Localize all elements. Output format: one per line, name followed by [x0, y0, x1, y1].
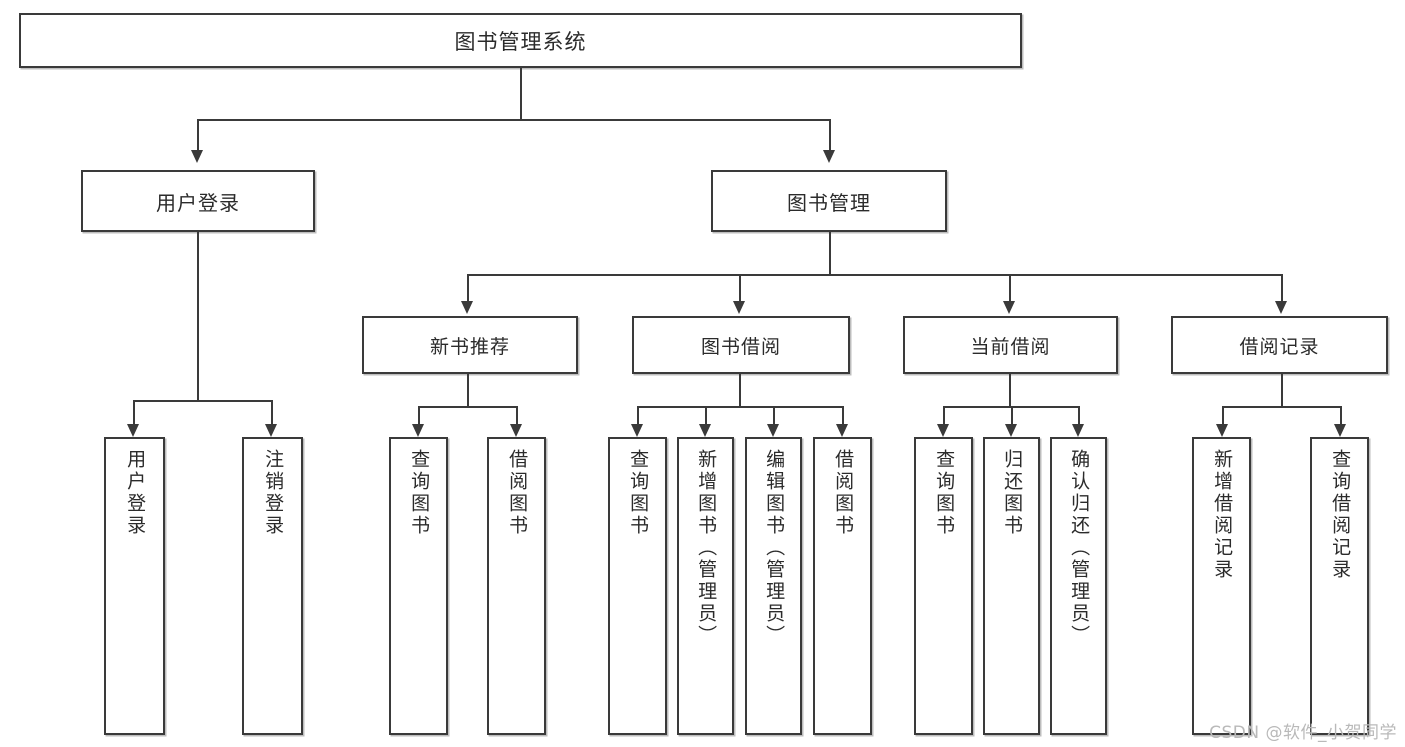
connector-to-new-book-recommend	[467, 274, 469, 302]
node-add-borrow-record[interactable]: 新增借阅记录	[1192, 437, 1251, 735]
connector-to-current-borrow	[1009, 274, 1011, 302]
arrowhead-to-query-book-3	[937, 424, 949, 437]
connector-nbr-to-leaf-2	[516, 406, 518, 425]
node-label: 新增图书（管理员）	[695, 449, 718, 647]
arrowhead-to-add-book-admin	[699, 424, 711, 437]
node-user-login[interactable]: 用户登录	[81, 170, 315, 232]
connector-bb-to-leaf-3	[773, 406, 775, 425]
arrowhead-to-borrow-book-2	[836, 424, 848, 437]
connector-book-manage-bus	[467, 274, 1283, 276]
node-new-book-recommend[interactable]: 新书推荐	[362, 316, 578, 374]
connector-cb-to-leaf-1	[943, 406, 945, 425]
arrowhead-to-return-book	[1005, 424, 1017, 437]
arrowhead-to-user-login	[191, 150, 203, 163]
node-logout-leaf[interactable]: 注销登录	[242, 437, 303, 735]
arrowhead-to-query-book-2	[631, 424, 643, 437]
connector-current-borrow-bus	[943, 406, 1078, 408]
connector-nbr-to-leaf-1	[418, 406, 420, 425]
node-query-book-1[interactable]: 查询图书	[389, 437, 448, 735]
connector-bb-to-leaf-4	[842, 406, 844, 425]
node-label: 查询图书	[408, 449, 431, 537]
arrowhead-to-logout-leaf	[265, 424, 277, 437]
connector-root-trunk	[520, 68, 522, 119]
connector-borrow-record-trunk	[1281, 374, 1283, 406]
connector-bb-to-leaf-1	[637, 406, 639, 425]
node-borrow-book-2[interactable]: 借阅图书	[813, 437, 872, 735]
node-label: 图书管理系统	[454, 29, 587, 54]
node-label: 借阅图书	[832, 449, 855, 537]
node-root-book-management-system[interactable]: 图书管理系统	[19, 13, 1022, 68]
connector-user-login-to-leaf-2	[271, 400, 273, 425]
connector-root-to-book-manage	[829, 119, 831, 150]
node-label: 用户登录	[124, 449, 147, 537]
node-query-book-3[interactable]: 查询图书	[914, 437, 973, 735]
node-label: 注销登录	[262, 449, 285, 537]
connector-root-to-user-login	[197, 119, 199, 150]
arrowhead-to-borrow-record	[1275, 301, 1287, 314]
watermark-text: CSDN @软件_小贺同学	[1209, 723, 1397, 743]
arrowhead-to-new-book-recommend	[461, 301, 473, 314]
node-label: 用户登录	[156, 190, 240, 215]
connector-user-login-bus	[133, 400, 272, 402]
arrowhead-to-user-login-leaf	[127, 424, 139, 437]
connector-new-book-recommend-trunk	[467, 374, 469, 406]
connector-book-manage-trunk	[829, 232, 831, 274]
connector-br-to-leaf-1	[1222, 406, 1224, 425]
node-return-book[interactable]: 归还图书	[983, 437, 1040, 735]
node-query-borrow-record[interactable]: 查询借阅记录	[1310, 437, 1369, 735]
arrowhead-to-query-borrow-record	[1334, 424, 1346, 437]
node-label: 查询图书	[933, 449, 956, 537]
node-label: 归还图书	[1001, 449, 1024, 537]
connector-new-book-recommend-bus	[418, 406, 517, 408]
connector-to-book-borrow	[739, 274, 741, 302]
node-book-borrow[interactable]: 图书借阅	[632, 316, 850, 374]
connector-br-to-leaf-2	[1340, 406, 1342, 425]
node-label: 借阅图书	[506, 449, 529, 537]
connector-user-login-to-leaf-1	[133, 400, 135, 425]
connector-book-borrow-trunk	[739, 374, 741, 406]
node-label: 新增借阅记录	[1211, 449, 1234, 581]
node-borrow-book-1[interactable]: 借阅图书	[487, 437, 546, 735]
connector-book-borrow-bus	[637, 406, 842, 408]
node-user-login-leaf[interactable]: 用户登录	[104, 437, 165, 735]
arrowhead-to-add-borrow-record	[1216, 424, 1228, 437]
node-label: 查询图书	[627, 449, 650, 537]
connector-current-borrow-trunk	[1009, 374, 1011, 406]
node-confirm-return-admin[interactable]: 确认归还（管理员）	[1050, 437, 1107, 735]
arrowhead-to-book-manage	[823, 150, 835, 163]
connector-user-login-trunk	[197, 232, 199, 400]
arrowhead-to-current-borrow	[1003, 301, 1015, 314]
connector-root-bus	[197, 119, 829, 121]
arrowhead-to-book-borrow	[733, 301, 745, 314]
node-label: 借阅记录	[1239, 335, 1320, 358]
node-label: 查询借阅记录	[1329, 449, 1352, 581]
arrowhead-to-borrow-book-1	[510, 424, 522, 437]
connector-borrow-record-bus	[1222, 406, 1340, 408]
node-label: 图书借阅	[700, 335, 781, 358]
node-label: 编辑图书（管理员）	[763, 449, 786, 647]
node-label: 图书管理	[787, 190, 871, 215]
arrowhead-to-query-book-1	[412, 424, 424, 437]
node-book-manage[interactable]: 图书管理	[711, 170, 947, 232]
connector-to-borrow-record	[1281, 274, 1283, 302]
arrowhead-to-edit-book-admin	[767, 424, 779, 437]
connector-cb-to-leaf-3	[1078, 406, 1080, 425]
node-label: 新书推荐	[429, 335, 510, 358]
node-query-book-2[interactable]: 查询图书	[608, 437, 667, 735]
connector-cb-to-leaf-2	[1011, 406, 1013, 425]
connector-bb-to-leaf-2	[705, 406, 707, 425]
node-label: 当前借阅	[970, 335, 1051, 358]
node-borrow-record[interactable]: 借阅记录	[1171, 316, 1388, 374]
node-label: 确认归还（管理员）	[1068, 449, 1091, 647]
node-edit-book-admin[interactable]: 编辑图书（管理员）	[745, 437, 802, 735]
node-current-borrow[interactable]: 当前借阅	[903, 316, 1118, 374]
node-add-book-admin[interactable]: 新增图书（管理员）	[677, 437, 734, 735]
arrowhead-to-confirm-return-admin	[1072, 424, 1084, 437]
